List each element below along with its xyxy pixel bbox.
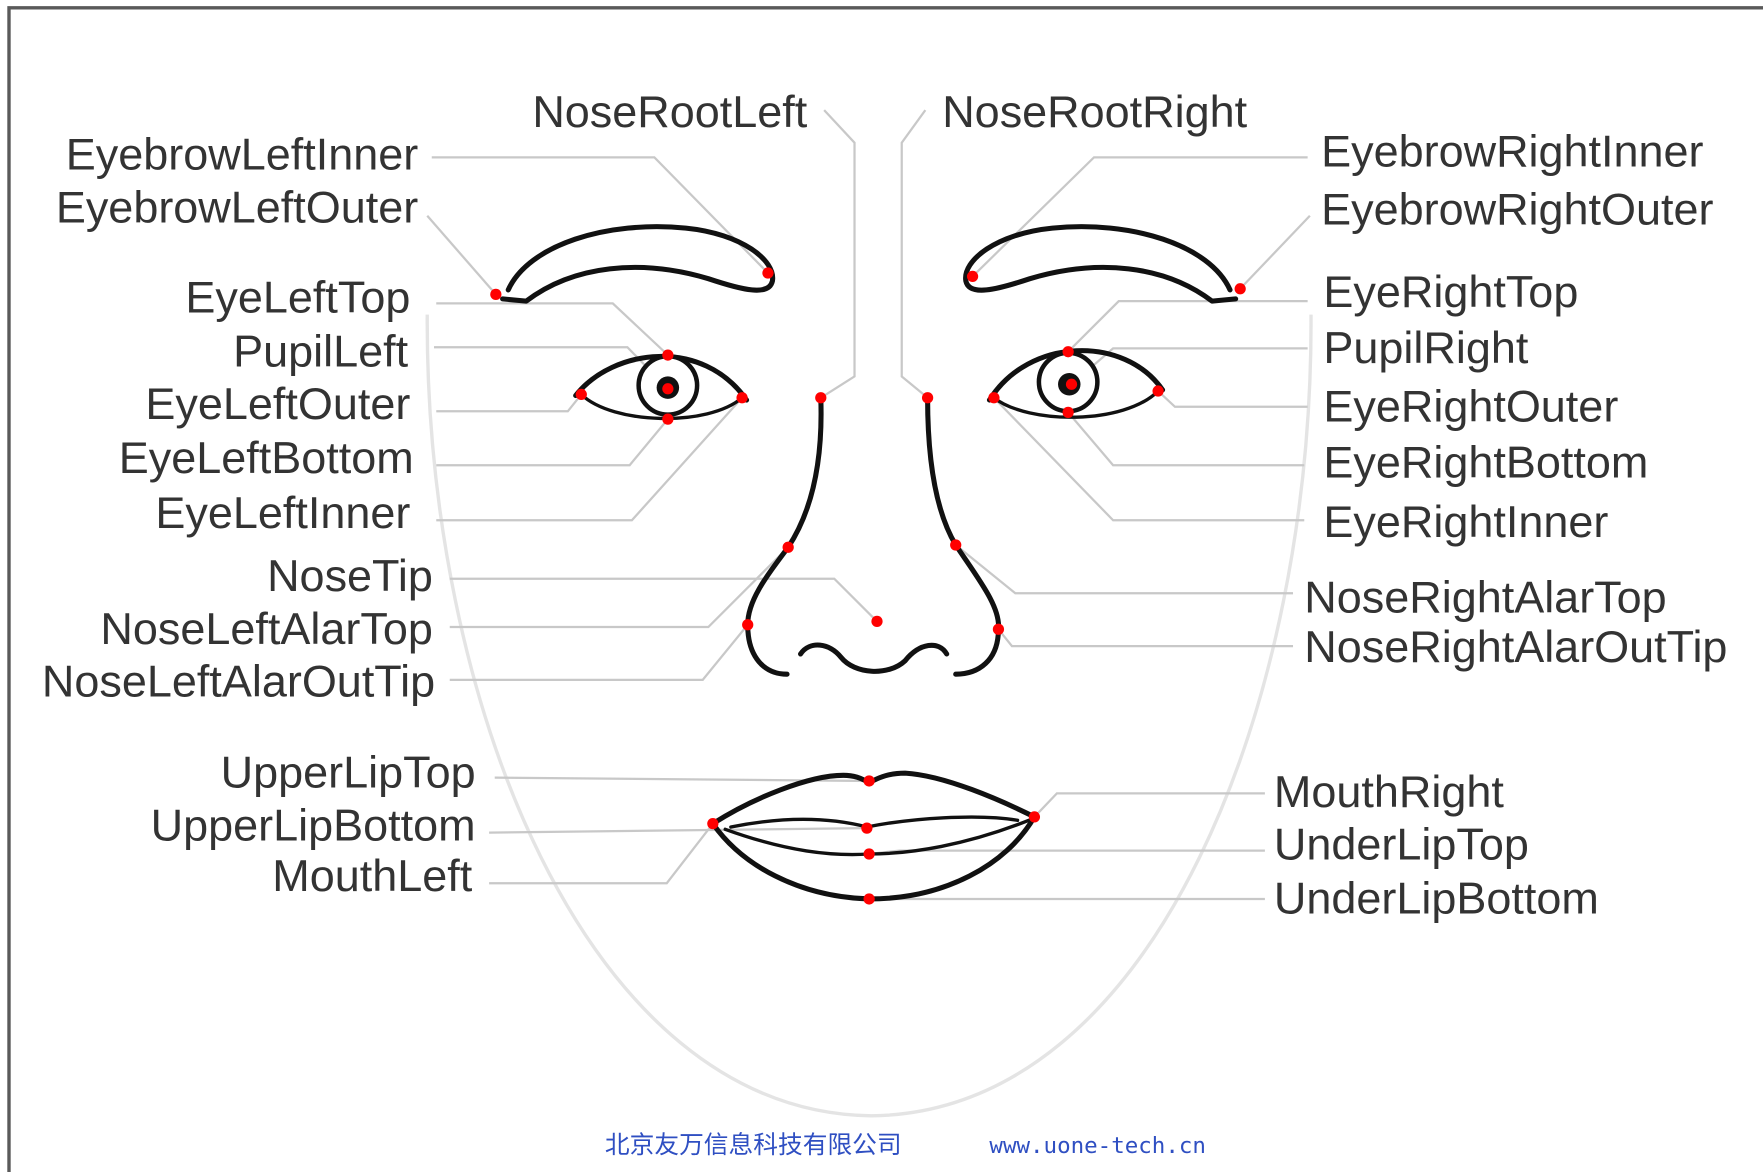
eye-right-outer-label: EyeRightOuter [1323,380,1618,431]
nose-right-alar-out-tip-label: NoseRightAlarOutTip [1304,621,1727,672]
eye-left-bottom-leader-line [436,419,668,465]
nose-right-alar-top-leader-line [956,545,1293,593]
eyebrow-left-inner-label: EyebrowLeftInner [66,129,418,180]
eye-right-top-leader-line [1068,301,1307,352]
face-outline [427,315,1311,1116]
eyebrow-left-outer-point [490,289,501,300]
footer-website: www.uone-tech.cn [989,1133,1206,1159]
nose [748,398,999,674]
eye-left-bottom-label: EyeLeftBottom [119,432,414,483]
nose-root-right-point [922,392,933,403]
eye-left-outer-point [576,389,587,400]
mouth-left-point [707,818,718,829]
eyebrow-left-inner-point [762,267,773,278]
eye-right-inner-label: EyeRightInner [1323,496,1608,547]
eyebrow-right-inner-label: EyebrowRightInner [1321,125,1703,176]
eyebrow-right-outer-label: EyebrowRightOuter [1321,184,1713,235]
eye-left-inner-point [736,392,747,403]
eye-left-top-point [662,349,673,360]
nose-root-left-leader-line [821,110,855,398]
pupil-right-label: PupilRight [1323,322,1528,373]
upper-lip-top-point [864,775,875,786]
under-lip-bottom-point [864,893,875,904]
nose-root-right-leader-line [902,110,928,398]
under-lip-top-point [864,848,875,859]
pupil-right-point [1066,379,1077,390]
facial-features [503,227,1236,899]
nose-right-alar-out-tip-point [993,624,1004,635]
left-eyebrow [503,227,773,301]
eyebrow-left-inner-leader-line [432,157,768,273]
right-eyebrow [966,227,1236,301]
mouth-right-label: MouthRight [1274,766,1504,817]
eye-left-outer-leader-line [436,394,581,411]
eye-left-bottom-point [662,414,673,425]
pupil-left-leader-line [434,347,668,389]
upper-lip-top-label: UpperLipTop [221,747,476,798]
nose-left-alar-top-leader-line [450,547,788,627]
eye-left-inner-label: EyeLeftInner [155,487,410,538]
eyebrow-right-inner-leader-line [973,157,1308,276]
mouth [713,773,1035,899]
under-lip-top-label: UnderLipTop [1274,819,1529,870]
eye-right-top-point [1063,346,1074,357]
footer-company-name: 北京友万信息科技有限公司 [605,1130,902,1159]
under-lip-bottom-label: UnderLipBottom [1274,873,1599,924]
upper-lip-inner-line [731,817,1018,827]
under-lip-top-leader-line [869,851,1265,854]
pupil-left-label: PupilLeft [233,325,409,376]
nose-left-alar-out-tip-point [742,619,753,630]
mouth-right-leader-line [1034,793,1264,817]
eye-left-top-label: EyeLeftTop [185,271,410,322]
nose-right-alar-top-label: NoseRightAlarTop [1304,571,1666,622]
upper-lip-bottom-label: UpperLipBottom [151,800,476,851]
nose-right-alar-top-point [950,539,961,550]
eyebrow-left-outer-label: EyebrowLeftOuter [56,182,418,233]
right-labels: NoseRootRight EyebrowRightInner EyebrowR… [942,86,1727,924]
mouth-right-point [1029,811,1040,822]
left-eye [576,356,747,418]
nose-right-side [928,398,999,674]
eye-right-bottom-label: EyeRightBottom [1323,437,1648,488]
eyebrow-right-inner-point [967,271,978,282]
eye-right-bottom-leader-line [1068,412,1304,465]
nose-left-alar-top-label: NoseLeftAlarTop [100,603,432,654]
nose-left-side [748,398,821,674]
eyebrow-right-outer-leader-line [1240,216,1310,289]
upper-lip-bottom-point [861,823,872,834]
eye-right-outer-point [1152,385,1163,396]
nose-right-alar-out-tip-leader-line [998,629,1293,646]
eye-right-top-label: EyeRightTop [1323,266,1578,317]
eye-right-bottom-point [1063,407,1074,418]
upper-lip-bottom-leader-line [489,828,867,832]
nose-tip-label: NoseTip [267,550,433,601]
nose-nostrils [801,645,947,671]
nose-root-left-label: NoseRootLeft [532,86,807,137]
eye-right-outer-leader-line [1158,391,1308,407]
footer: 北京友万信息科技有限公司 www.uone-tech.cn [605,1130,1206,1159]
mouth-left-label: MouthLeft [272,850,472,901]
nose-left-alar-out-tip-leader-line [450,625,748,680]
eye-right-inner-point [988,392,999,403]
nose-tip-leader-line [450,579,877,622]
eye-left-outer-label: EyeLeftOuter [145,378,410,429]
pupil-left-point [662,383,673,394]
nose-left-alar-top-point [783,542,794,553]
eyebrow-right-outer-point [1235,283,1246,294]
nose-root-right-label: NoseRootRight [942,86,1247,137]
nose-root-left-point [815,392,826,403]
nose-tip-point [871,616,882,627]
eyebrow-left-outer-leader-line [427,216,496,295]
nose-left-alar-out-tip-label: NoseLeftAlarOutTip [42,656,435,707]
